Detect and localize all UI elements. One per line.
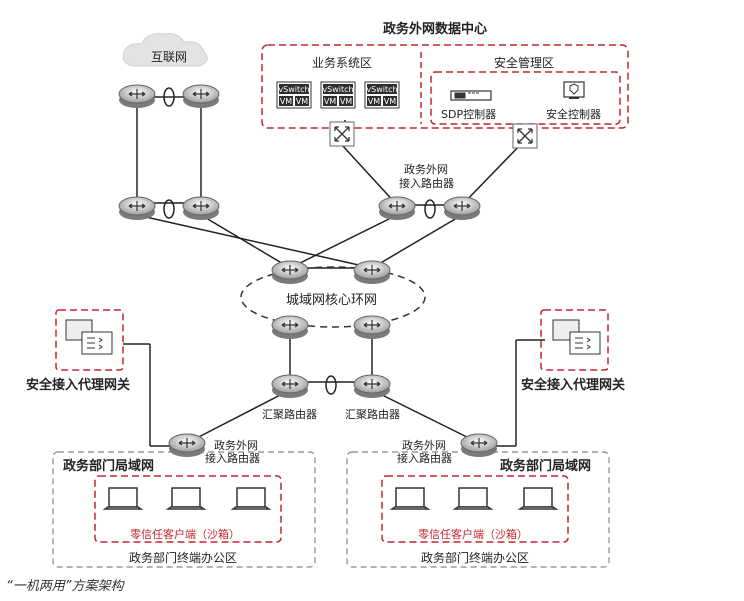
vswitch-box-3: vSwitch VM VM bbox=[364, 81, 400, 109]
dc-access-router-label-line2: 接入路由器 bbox=[399, 177, 454, 190]
router-mid-left bbox=[118, 196, 156, 221]
router-internet-left bbox=[118, 84, 156, 109]
business-zone-label: 业务系统区 bbox=[312, 56, 373, 70]
vm-label: VM bbox=[384, 97, 396, 106]
switch-security bbox=[512, 123, 538, 149]
connection-lines bbox=[123, 96, 545, 447]
metro-core-label: 城域网核心环网 bbox=[286, 293, 378, 308]
router-dept-access-left bbox=[168, 433, 206, 458]
router-dc-access-left bbox=[378, 196, 416, 221]
vm-label: VM bbox=[324, 97, 336, 106]
sdp-controller-icon bbox=[450, 90, 492, 101]
client-zone-right bbox=[381, 475, 569, 543]
switch-business bbox=[329, 121, 355, 147]
metro-core-ring bbox=[240, 266, 426, 328]
zero-trust-client-left-label: 零信任客户端（沙箱） bbox=[130, 528, 240, 541]
router-dept-access-right bbox=[460, 433, 498, 458]
vm-label: VM bbox=[296, 97, 308, 106]
data-center-title: 政务外网数据中心 bbox=[383, 22, 488, 37]
proxy-gateway-right-icon bbox=[552, 319, 601, 355]
vswitch-label: vSwitch bbox=[278, 85, 309, 94]
laptop-right-2 bbox=[454, 487, 492, 510]
dept-access-router-left-line2: 接入路由器 bbox=[205, 452, 260, 465]
vm-label: VM bbox=[340, 97, 352, 106]
laptop-right-1 bbox=[391, 487, 429, 510]
laptop-right-3 bbox=[519, 487, 557, 510]
dept-access-router-left-line1: 政务外网 bbox=[214, 439, 258, 452]
proxy-gateway-left-icon bbox=[65, 319, 113, 355]
laptop-left-3 bbox=[232, 487, 270, 510]
router-dc-access-right bbox=[443, 196, 481, 221]
security-controller-label: 安全控制器 bbox=[546, 108, 601, 121]
router-core-bottom-right bbox=[353, 315, 391, 340]
vswitch-label: vSwitch bbox=[366, 85, 397, 94]
data-center-boundary bbox=[261, 44, 629, 129]
laptop-left-1 bbox=[104, 487, 142, 510]
security-zone bbox=[430, 71, 621, 125]
office-area-left-label: 政务部门终端办公区 bbox=[129, 551, 238, 565]
proxy-gateway-left-boundary bbox=[55, 309, 124, 371]
router-aggregation-right bbox=[353, 374, 391, 399]
dc-access-router-label-line1: 政务外网 bbox=[404, 163, 448, 176]
router-core-top-left bbox=[271, 260, 309, 285]
office-area-right-label: 政务部门终端办公区 bbox=[421, 551, 530, 565]
security-controller-icon bbox=[563, 81, 585, 99]
proxy-gateway-right-boundary bbox=[540, 309, 609, 371]
router-aggregation-left bbox=[271, 374, 309, 399]
proxy-gateway-right-label: 安全接入代理网关 bbox=[521, 378, 626, 393]
router-core-top-right bbox=[353, 260, 391, 285]
vm-label: VM bbox=[280, 97, 292, 106]
router-mid-right bbox=[182, 196, 220, 221]
aggregation-router-label-right: 汇聚路由器 bbox=[345, 408, 400, 421]
vm-label: VM bbox=[368, 97, 380, 106]
dept-lan-right-label: 政务部门局域网 bbox=[500, 459, 592, 474]
security-zone-label: 安全管理区 bbox=[494, 56, 555, 70]
router-internet-right bbox=[182, 84, 220, 109]
proxy-gateway-left-label: 安全接入代理网关 bbox=[26, 378, 131, 393]
router-core-bottom-left bbox=[271, 315, 309, 340]
sdp-controller-label: SDP控制器 bbox=[441, 108, 497, 121]
vswitch-label: vSwitch bbox=[322, 85, 353, 94]
internet-cloud bbox=[122, 33, 208, 67]
zero-trust-client-right-label: 零信任客户端（沙箱） bbox=[418, 528, 528, 541]
laptop-left-2 bbox=[167, 487, 205, 510]
vswitch-box-1: vSwitch VM VM bbox=[276, 81, 312, 109]
vswitch-box-2: vSwitch VM VM bbox=[320, 81, 356, 109]
dept-access-router-right-line2: 接入路由器 bbox=[397, 452, 452, 465]
aggregation-router-label-left: 汇聚路由器 bbox=[262, 408, 317, 421]
figure-caption: “一机两用”方案架构 bbox=[6, 579, 124, 594]
vswitch-group: vSwitch VM VM vSwitch VM VM vSwitch VM V… bbox=[276, 81, 400, 109]
internet-label: 互联网 bbox=[151, 50, 188, 64]
link-ovals bbox=[163, 87, 436, 395]
dept-lan-left-label: 政务部门局域网 bbox=[63, 459, 155, 474]
client-zone-left bbox=[94, 475, 282, 543]
dept-access-router-right-line1: 政务外网 bbox=[402, 439, 446, 452]
